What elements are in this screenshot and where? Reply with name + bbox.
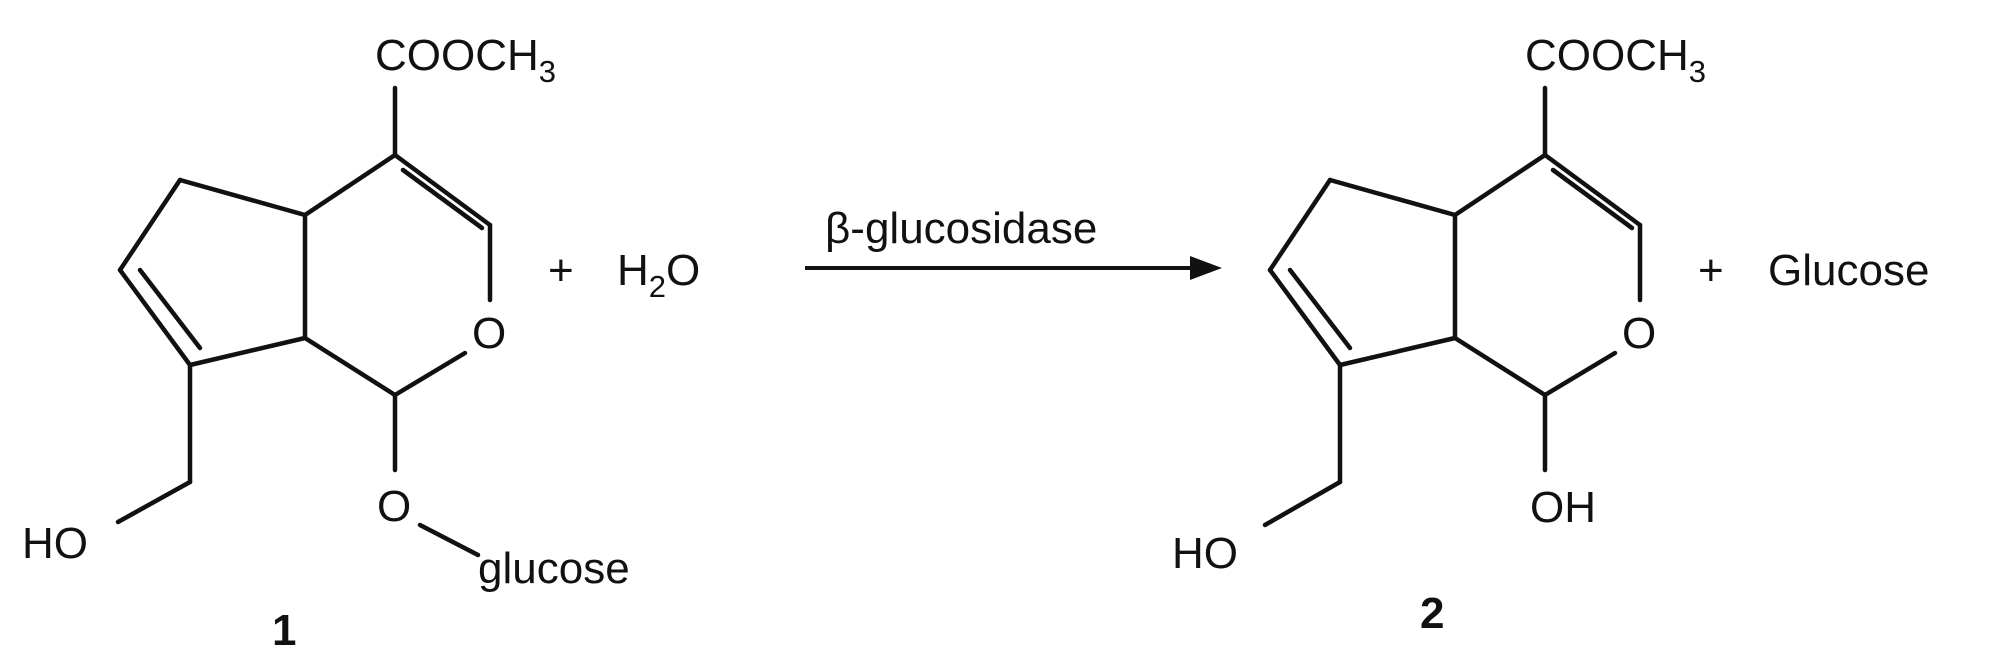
- water-o: O: [666, 246, 700, 295]
- compound-1-number: 1: [272, 606, 296, 655]
- plus-sign-2: +: [1698, 246, 1724, 295]
- ester-formula: COOCH: [375, 31, 539, 80]
- compound-1-glucose-label: glucose: [478, 544, 630, 593]
- compound-2-structure: COOCH3 O OH HO 2: [1172, 31, 1706, 638]
- ester-formula: COOCH: [1525, 31, 1689, 80]
- glucose-byproduct-label: Glucose: [1768, 246, 1929, 295]
- compound-1-bonds: [115, 85, 493, 558]
- arrow-head: [1190, 256, 1222, 280]
- compound-1-glycosidic-oxygen: O: [377, 482, 411, 531]
- ester-subscript: 3: [539, 54, 556, 89]
- compound-2-number: 2: [1420, 589, 1444, 638]
- compound-2-bonds: [1262, 85, 1643, 528]
- compound-1-ester-group: COOCH3: [375, 31, 556, 89]
- ester-subscript: 3: [1689, 54, 1706, 89]
- catalyst-label: β-glucosidase: [825, 204, 1097, 253]
- compound-1-hydroxymethyl-label: HO: [22, 519, 88, 568]
- compound-2-hydroxymethyl-label: HO: [1172, 529, 1238, 578]
- plus-sign-1: +: [548, 246, 574, 295]
- water-h: H: [617, 246, 649, 295]
- water-formula: H2O: [617, 246, 700, 304]
- compound-2-ester-group: COOCH3: [1525, 31, 1706, 89]
- compound-1-structure: COOCH3 O O glucose HO 1: [22, 31, 630, 655]
- compound-1-ring-oxygen: O: [472, 309, 506, 358]
- reaction-arrow: [805, 256, 1222, 280]
- water-subscript: 2: [649, 269, 666, 304]
- compound-2-ring-oxygen: O: [1622, 309, 1656, 358]
- compound-2-hydroxyl-label: OH: [1530, 483, 1596, 532]
